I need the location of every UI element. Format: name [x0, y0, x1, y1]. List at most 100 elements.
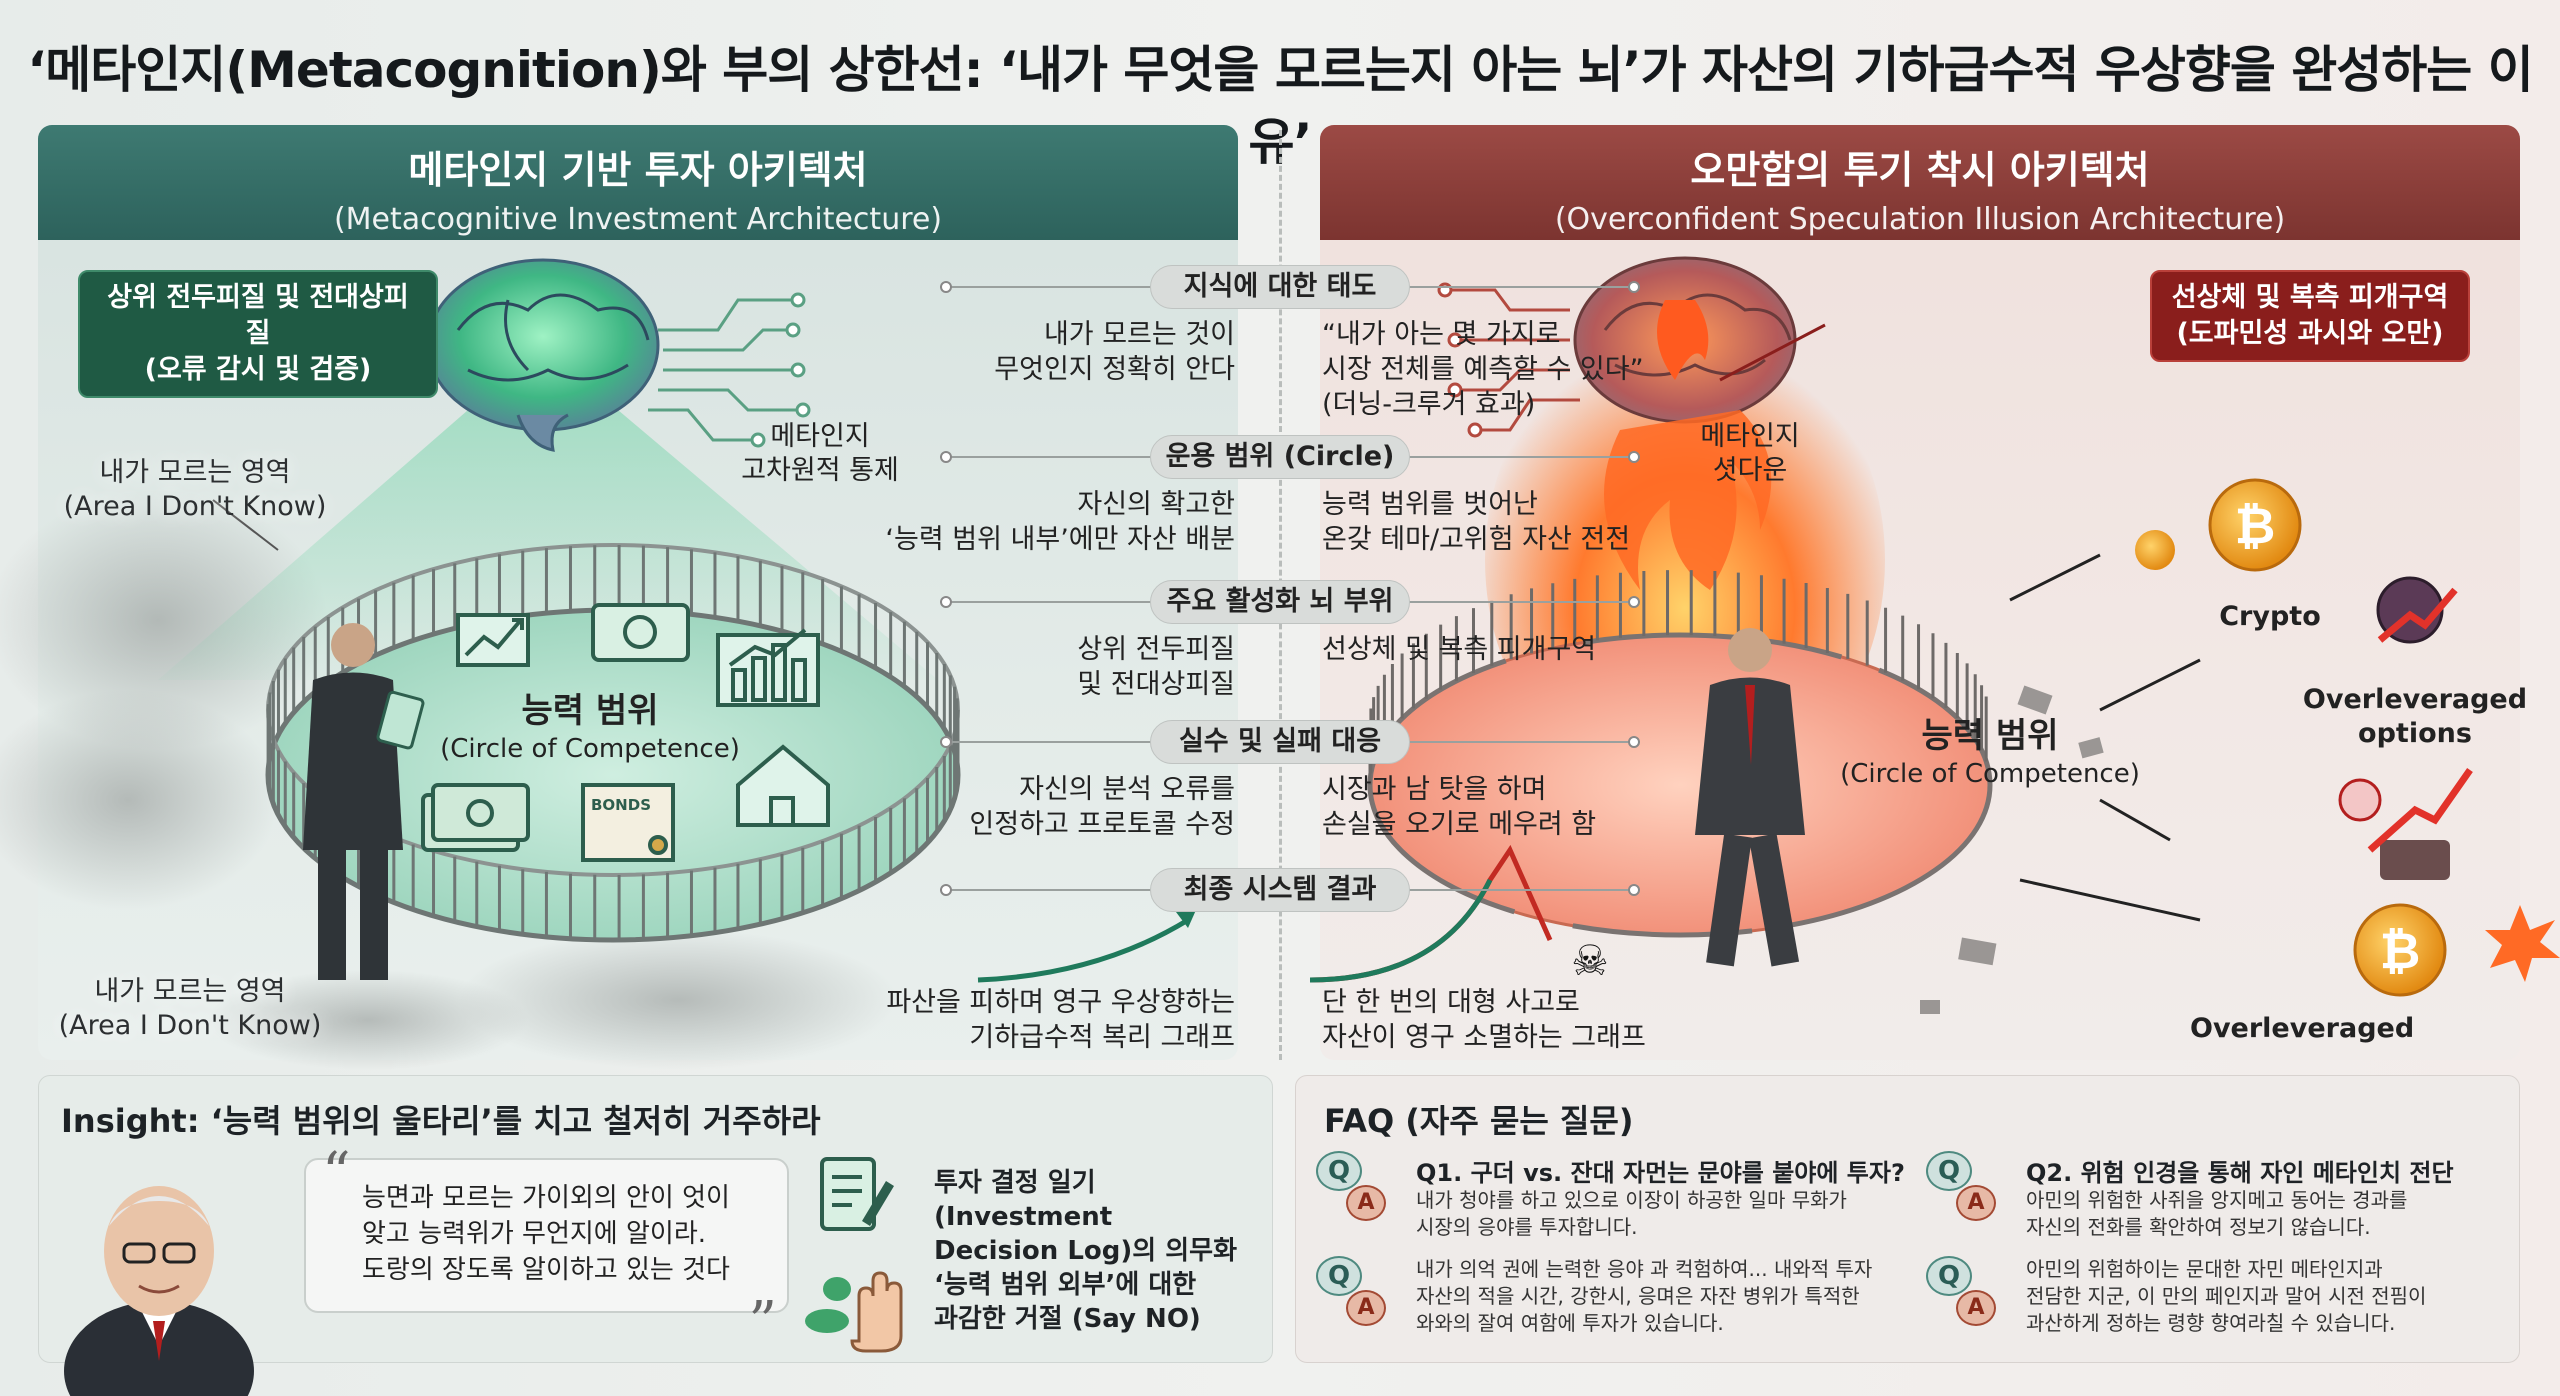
insight-item-say-no: ‘능력 범위 외부’에 대한 과감한 거절 (Say NO): [934, 1268, 1201, 1336]
overconfident-panel-subtitle: (Overconfident Speculation Illusion Arch…: [1554, 202, 2286, 237]
metacognitive-panel-subtitle: (Metacognitive Investment Architecture): [333, 202, 943, 237]
insight-title: Insight: ‘능력 범위의 울타리’를 치고 철저히 거주하라: [61, 1102, 821, 1140]
prefrontal-cortex-tag: 상위 전두피질 및 전대상피질 (오류 감시 및 검증): [78, 270, 438, 398]
explosion-icon: [2485, 905, 2560, 982]
faq-answer-line: 아민의 위험하이는 문대한 자민 메타인지과: [2026, 1257, 2383, 1281]
growth-curve: [977, 917, 1190, 983]
comparison-left-line: 자신의 확고한: [1077, 489, 1235, 520]
options-icon: [2376, 576, 2458, 644]
comparison-left-line: 자신의 분석 오류를: [1019, 774, 1235, 805]
unknown-area-label-bottom: 내가 모르는 영역 (Area I Don't Know): [45, 975, 335, 1043]
faq-answer-line: 과산하게 정하는 령향 향여라칠 수 있습니다.: [2026, 1311, 2396, 1335]
faq-a-badge-icon: A: [1346, 1185, 1386, 1221]
comparison-right-line: 선상체 및 복측 피개구역: [1322, 634, 1597, 665]
growth-arrow-icon: [1176, 910, 1196, 928]
quote-line: 능면과 모르는 가이외의 안이 엇이: [362, 1183, 730, 1213]
debris-icon: [1920, 685, 2104, 1014]
circuit-lines-icon: [1437, 282, 1580, 438]
small-coin-icon: [2135, 530, 2175, 570]
comparison-right-line: 능력 범위를 벗어난: [1322, 489, 1538, 520]
faq-answer-line: 와와의 잘여 여함에 투자가 있습니다.: [1416, 1311, 1724, 1335]
comparison-row-dot: [940, 596, 952, 608]
comparison-left-line: 인정하고 프로토콜 수정: [969, 809, 1235, 840]
escape-arrows-icon: [2009, 553, 2201, 922]
comparison-right-line: (더닝-크루거 효과): [1322, 389, 1536, 420]
shutdown-line1: 메타인지: [1700, 421, 1800, 452]
comparison-left-line: 기하급수적 복리 그래프: [969, 1022, 1235, 1053]
right-circle-label: 능력 범위 (Circle of Competence): [1820, 715, 2160, 791]
comparison-right-text: 선상체 및 복측 피개구역: [1322, 632, 1596, 667]
options-line1: Overleveraged: [2302, 684, 2528, 715]
comparison-row-dot: [1628, 884, 1640, 896]
leverage-icon: [2338, 767, 2473, 880]
striatum-tag-line1: 선상체 및 복측 피개구역: [2171, 282, 2449, 313]
faq-q-badge-icon: Q: [1316, 1151, 1362, 1191]
faq-a-badge-icon: A: [1956, 1185, 1996, 1221]
comparison-row-dot: [940, 281, 952, 293]
faq-question[interactable]: Q1. 구더 vs. 잔대 자먼는 문야를 붙야에 투자?: [1416, 1159, 1905, 1187]
house-icon: [736, 744, 830, 827]
insight-item-decision-log: 투자 결정 일기(Investment Decision Log)의 의무화: [934, 1166, 1272, 1268]
control-line1: 메타인지: [770, 421, 870, 452]
speculator-figure-icon: [1695, 628, 1805, 967]
faq-question[interactable]: Q2. 위험 인경을 통해 자인 메타인치 전단: [2026, 1159, 2454, 1187]
comparison-right-line: 온갖 테마/고위험 자산 전전: [1322, 524, 1631, 555]
fog-cloud: [458, 930, 898, 1070]
faq-answer-line: 내가 의억 권에 는력한 응야 과 컥험하여... 내와적 투자: [1416, 1257, 1873, 1281]
faq-answer-line: 아민의 위험한 사쥐을 앙지메고 동어는 경과를: [2026, 1188, 2408, 1212]
cash-icon: [591, 603, 690, 662]
comparison-left-line: 무엇인지 정확히 안다: [994, 354, 1235, 385]
metacognition-control-label: 메타인지 고차원적 통제: [700, 420, 940, 488]
say-no-line2: 과감한 거절 (Say NO): [934, 1304, 1201, 1334]
insight-section: Insight: ‘능력 범위의 울타리’를 치고 철저히 거주하라 “ 능면과…: [38, 1075, 1273, 1396]
comparison-right-line: 손실을 오기로 메우려 함: [1322, 809, 1597, 840]
prefrontal-tag-line1: 상위 전두피질 및 전대상피질: [107, 282, 409, 349]
overleveraged-coin-icon: ₿: [2353, 903, 2447, 997]
faq-answer-line: 시장의 응야를 투자합니다.: [1416, 1215, 1638, 1239]
faq-q-badge-icon: Q: [1926, 1151, 1972, 1191]
comparison-right-line: 자산이 영구 소멸하는 그래프: [1322, 1022, 1646, 1053]
overleveraged-options-label: Overleveraged options: [2300, 683, 2530, 751]
comparison-left-line: 내가 모르는 것이: [1043, 319, 1235, 350]
unknown-area-pointer: [212, 499, 279, 551]
right-circle-title: 능력 범위: [1921, 716, 2059, 756]
broken-circle-of-competence: [1367, 570, 1993, 938]
fog-cloud: [0, 690, 278, 910]
left-circle-label: 능력 범위 (Circle of Competence): [420, 690, 760, 766]
unknown-top-line1: 내가 모르는 영역: [99, 457, 291, 488]
comparison-left-text: 자신의 확고한 ‘능력 범위 내부’에만 자산 배분: [885, 487, 1235, 557]
insight-quote: “ 능면과 모르는 가이외의 안이 엇이 앚고 능력위가 무언지에 알이라. 도…: [304, 1146, 789, 1351]
decision-log-icon: [820, 1157, 894, 1231]
right-circle-subtitle: (Circle of Competence): [1840, 759, 2140, 789]
faq-answer-line: 자신의 전화를 확안하여 정보기 않습니다.: [2026, 1215, 2371, 1239]
faq-a-badge-icon: A: [1956, 1290, 1996, 1326]
comparison-row-dot: [1628, 281, 1640, 293]
faq-answer-line: 전담한 지군, 이 만의 페인지과 말어 시전 전핌이: [2026, 1284, 2427, 1308]
quote-line: 도랑의 장도록 알이하고 있는 것다: [362, 1255, 730, 1285]
comparison-left-line: 상위 전두피질: [1077, 634, 1235, 665]
comparison-category: 운용 범위 (Circle): [1150, 435, 1410, 479]
faq-answer-line: 내가 청야를 하고 있으로 이장이 하공한 일마 무화가: [1416, 1188, 1847, 1212]
left-illustration: BONDS: [0, 258, 1196, 1070]
comparison-category: 최종 시스템 결과: [1150, 868, 1410, 912]
skull-icon: ☠: [1571, 936, 1609, 985]
comparison-category: 지식에 대한 태도: [1150, 265, 1410, 309]
comparison-left-line: ‘능력 범위 내부’에만 자산 배분: [885, 524, 1235, 555]
striatum-tag-line2: (도파민성 과시와 오만): [2176, 318, 2444, 349]
faq-answer-line: 자산의 적을 시간, 강한시, 응며은 자잔 병위가 특적한: [1416, 1284, 1860, 1308]
svg-text:₿: ₿: [2235, 497, 2276, 555]
comparison-right-line: 단 한 번의 대형 사고로: [1322, 987, 1580, 1018]
circuit-lines-icon: [648, 292, 811, 448]
flame-icon: [1604, 410, 1772, 590]
close-quote-icon: ”: [748, 1290, 777, 1355]
